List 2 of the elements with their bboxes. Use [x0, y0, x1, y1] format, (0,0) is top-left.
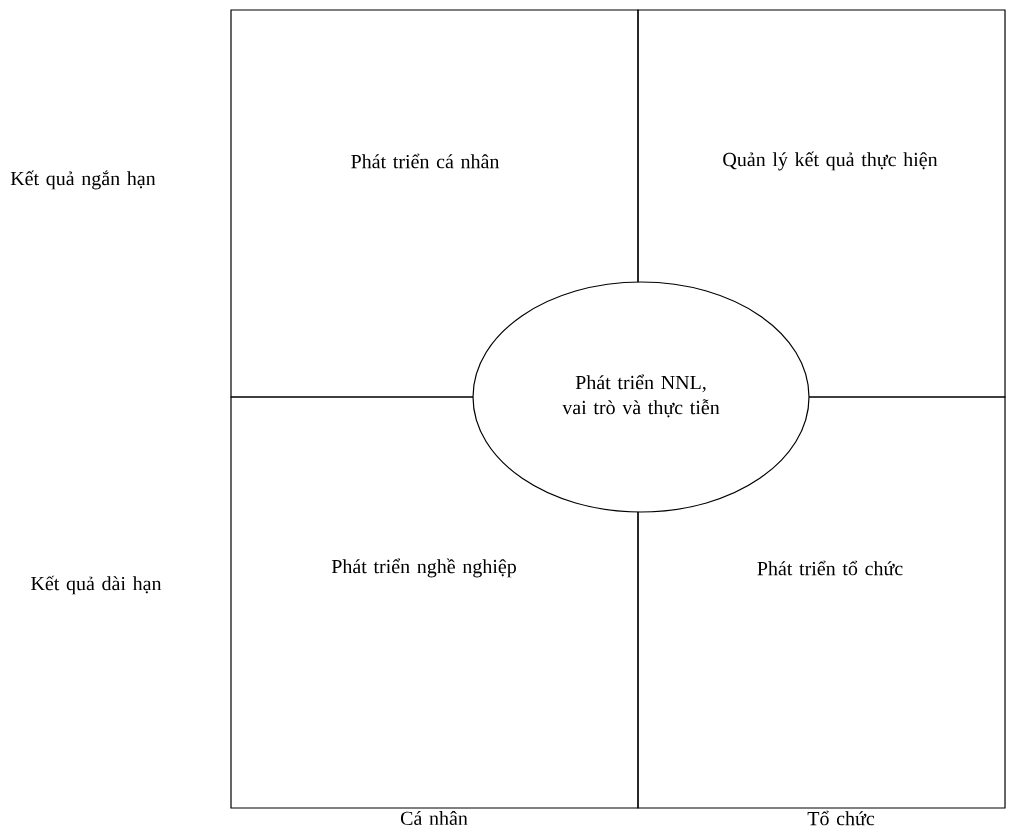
- row-label: Kết quả ngắn hạn: [10, 170, 156, 190]
- row-label: Kết quả dài hạn: [31, 575, 162, 595]
